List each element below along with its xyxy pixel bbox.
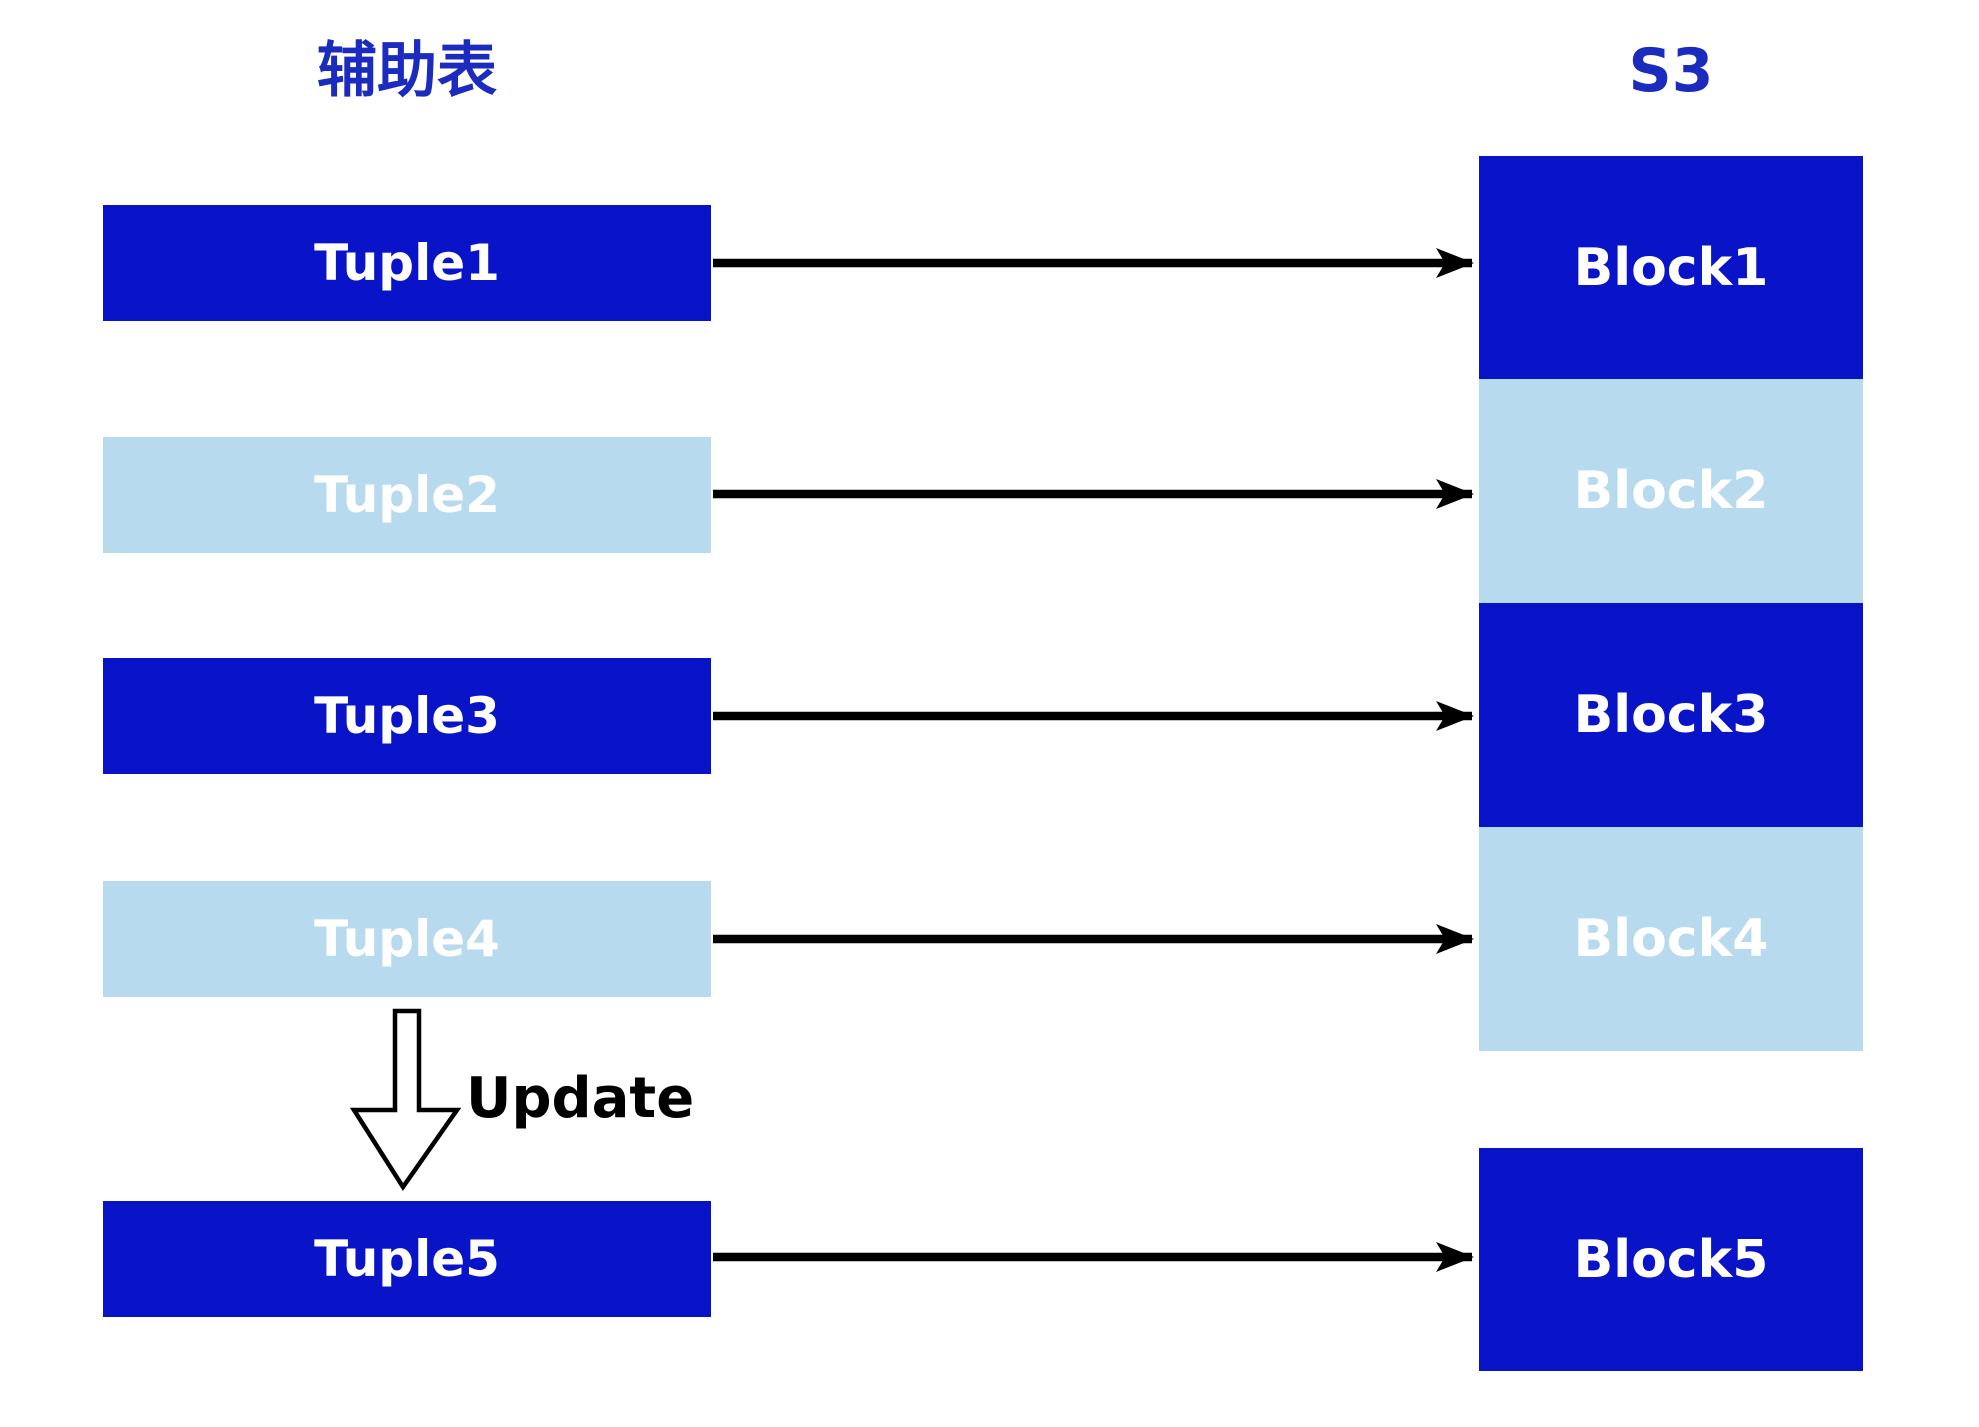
tuple2-box: Tuple2	[103, 437, 711, 553]
left-column-title: 辅助表	[317, 36, 497, 106]
update-down-arrow-icon	[349, 1008, 462, 1192]
block3-box: Block3	[1479, 603, 1863, 827]
block4-box: Block4	[1479, 827, 1863, 1051]
tuple1-box: Tuple1	[103, 205, 711, 321]
tuple5-box: Tuple5	[103, 1201, 711, 1317]
update-label: Update	[466, 1066, 695, 1131]
tuple4-box: Tuple4	[103, 881, 711, 997]
right-column-title: S3	[1628, 36, 1714, 106]
block1-box: Block1	[1479, 156, 1863, 379]
block2-box: Block2	[1479, 379, 1863, 603]
tuple3-box: Tuple3	[103, 658, 711, 774]
block5-box: Block5	[1479, 1148, 1863, 1371]
